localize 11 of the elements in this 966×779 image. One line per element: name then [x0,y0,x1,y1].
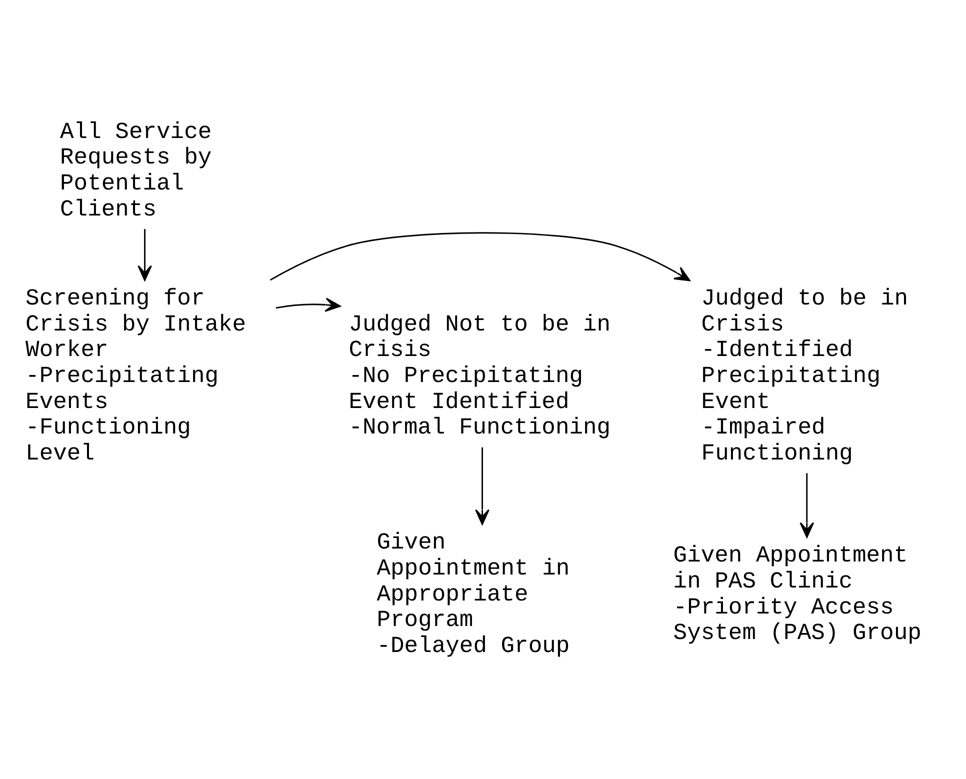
node-text: All Service Requests by Potential Clients [60,118,212,222]
node-text: Screening for Crisis by Intake Worker -Precipitating Events -Functioning Level [26,285,246,467]
arrow [800,473,814,538]
node-text: Judged Not to be in Crisis -No Precipitating Event Identified -Normal Functioning [348,311,611,441]
arrow [270,232,690,282]
node-text: Given Appointment in Appropriate Program -Delayed Group [376,530,570,660]
arrow [276,298,341,312]
arrow [138,229,152,281]
arrow [475,447,490,525]
node-text: Given Appointment in PAS Clinic -Priority Access System (PAS) Group [673,542,922,646]
node-text: Judged to be in Crisis -Identified Precipitating Event -Impaired Functioning [701,285,908,467]
